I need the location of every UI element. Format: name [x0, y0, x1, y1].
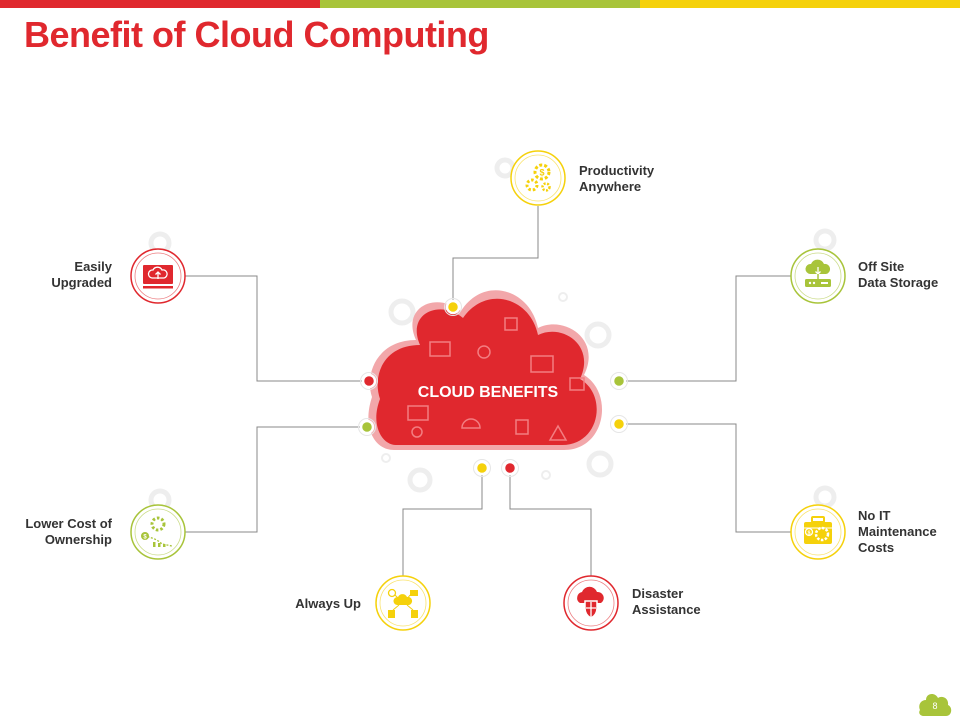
- connector-lower-cost: [184, 426, 367, 533]
- label-line: Data Storage: [858, 275, 939, 290]
- dot-maintenance: [611, 416, 627, 432]
- label-line: Maintenance: [858, 524, 937, 539]
- page-number: 8: [932, 701, 938, 711]
- dot-rings: [358, 298, 628, 477]
- label-maintenance: No IT Maintenance Costs: [858, 508, 937, 556]
- svg-text:$: $: [807, 531, 810, 537]
- toolbox-gear-icon: $: [790, 504, 846, 560]
- dot-always-up: [474, 460, 490, 476]
- label-line: Always Up: [295, 596, 361, 611]
- cloud-shield-icon: [563, 575, 619, 631]
- label-line: Off Site: [858, 259, 905, 274]
- dot-lower-cost: [359, 419, 375, 435]
- dot-storage: [611, 373, 627, 389]
- label-line: Anywhere: [579, 179, 642, 194]
- connector-always-up: [402, 468, 483, 578]
- cloud-inner-icons: [407, 317, 585, 441]
- dot-upgraded: [361, 373, 377, 389]
- label-upgraded: Easily Upgraded: [0, 259, 112, 291]
- label-line: Costs: [858, 540, 895, 555]
- cloud-upload-monitor-icon: [130, 248, 186, 304]
- connector-dots: [359, 299, 627, 476]
- label-storage: Off Site Data Storage: [858, 259, 938, 291]
- center-label: CLOUD BENEFITS: [417, 384, 559, 401]
- label-line: Disaster: [632, 586, 684, 601]
- connector-disaster: [509, 468, 592, 578]
- connector-productivity: [452, 206, 539, 306]
- top-bar-yellow: [640, 0, 960, 8]
- dot-productivity: [445, 299, 461, 315]
- label-productivity: Productivity Anywhere: [579, 163, 654, 195]
- label-line: Upgraded: [51, 275, 112, 290]
- central-cloud: [368, 290, 603, 450]
- slide-title: Benefit of Cloud Computing: [24, 14, 489, 55]
- label-line: Ownership: [44, 532, 112, 547]
- cloud-server-icon: [790, 248, 846, 304]
- connector-maintenance: [619, 423, 792, 533]
- svg-text:$: $: [143, 535, 147, 541]
- gears-dollar-icon: $: [510, 150, 566, 206]
- cost-decrease-gear-icon: $: [130, 504, 186, 560]
- cloud-network-icon: [375, 575, 431, 631]
- connector-upgraded: [184, 275, 369, 382]
- label-lower-cost: Lower Cost of Ownership: [0, 516, 112, 548]
- label-line: Lower Cost of: [25, 516, 112, 531]
- page-number-badge: 8: [918, 692, 952, 716]
- connector-storage: [619, 275, 792, 382]
- top-color-bar: [0, 0, 960, 8]
- cloud-shape: [376, 298, 597, 445]
- top-bar-green: [320, 0, 640, 8]
- label-line: Productivity: [579, 163, 655, 178]
- label-always-up: Always Up: [250, 596, 361, 612]
- label-disaster: Disaster Assistance: [632, 586, 701, 618]
- svg-text:$: $: [539, 168, 544, 178]
- cloud-badge-icon: [919, 694, 952, 716]
- label-line: No IT: [858, 508, 891, 523]
- label-line: Easily: [74, 259, 112, 274]
- top-bar-red: [0, 0, 320, 8]
- background-gears: [148, 157, 837, 512]
- label-line: Assistance: [632, 602, 701, 617]
- connector-lines: [184, 206, 792, 578]
- dot-disaster: [502, 460, 518, 476]
